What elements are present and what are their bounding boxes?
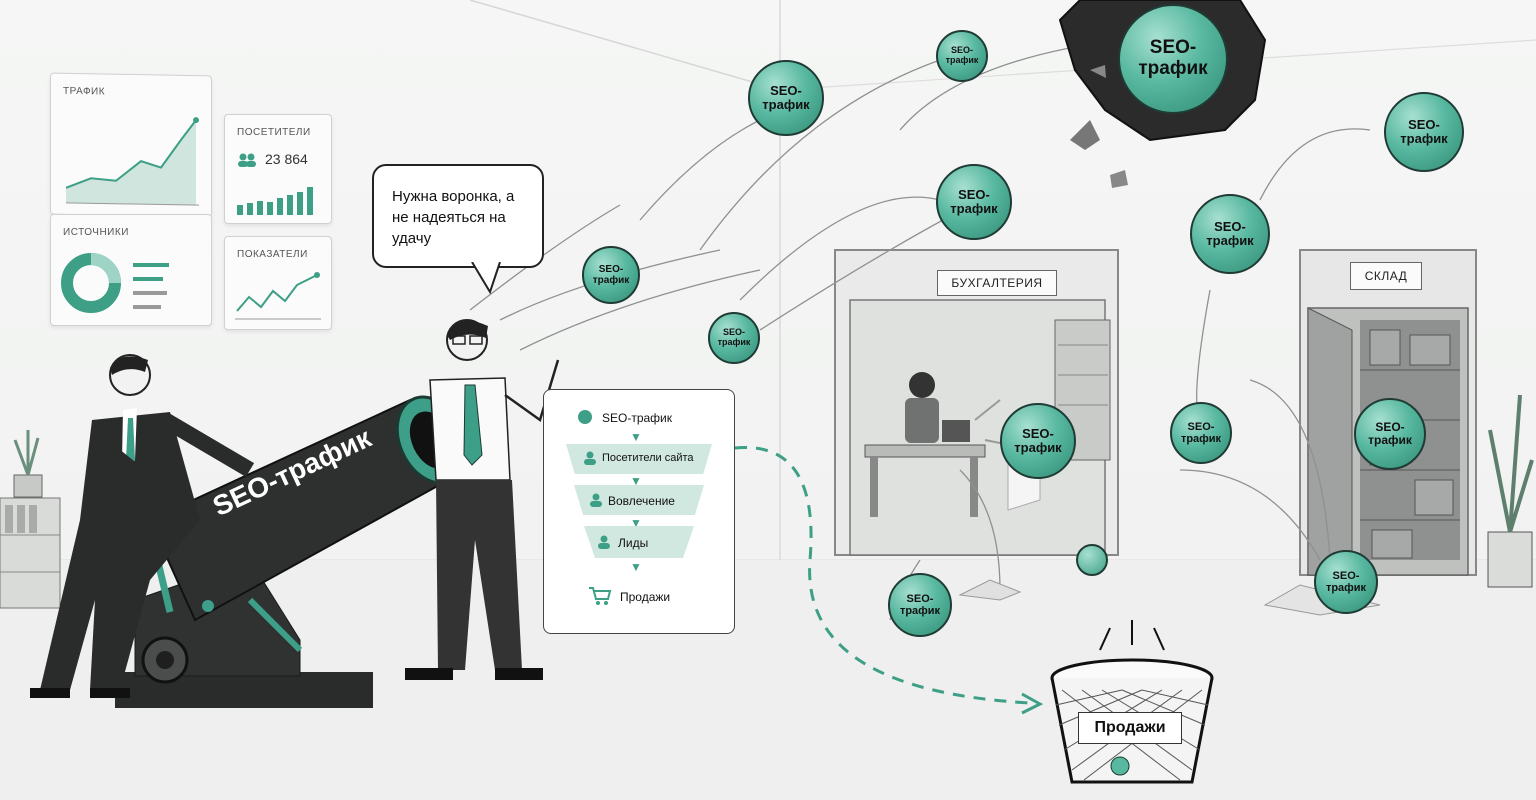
accounting-sign: БУХГАЛТЕРИЯ [937,270,1057,296]
user-icon [598,535,610,549]
seo-ball: SEO-трафик [936,30,988,82]
funnel-step-seo: SEO-трафик [602,411,673,425]
dashed-arrow [734,446,1031,705]
speech-bubble: Нужна воронка, а не надеяться на удачу [372,164,544,268]
seo-ball: SEO-трафик [1384,92,1464,172]
seo-ball: SEO-трафик [1000,403,1076,479]
user-icon [590,493,602,507]
seo-ball: SEO-трафик [1354,398,1426,470]
seo-ball: SEO-трафик [1118,4,1228,114]
metrics-panel: ПОКАЗАТЕЛИ [224,236,332,330]
man-pushing-cannon [30,354,255,698]
seo-ball: SEO-трафик [1170,402,1232,464]
seo-ball: SEO-трафик [1190,194,1270,274]
warehouse-sign: СКЛАД [1350,262,1422,290]
funnel-step-engagement: Вовлечение [608,494,675,508]
right-plant [1487,394,1534,588]
small-ball [1076,544,1108,576]
funnel-step-visitors: Посетители сайта [602,452,694,464]
visitors-count: 23 864 [265,151,308,167]
seo-ball: SEO-трафик [708,312,760,364]
seo-ball: SEO-трафик [888,573,952,637]
sources-panel-title: ИСТОЧНИКИ [63,227,129,238]
sources-panel: ИСТОЧНИКИ [50,214,212,326]
seo-ball: SEO-трафик [1314,550,1378,614]
man-pointing [405,319,560,680]
metrics-line-chart [235,272,321,320]
arrow-down-icon: ▼ [630,430,642,444]
shopping-cart-icon [588,586,612,606]
traffic-panel-title: ТРАФИК [63,85,106,98]
visitors-bar-chart [237,187,313,215]
sources-donut-chart [61,253,169,313]
left-shelf [0,430,61,609]
seo-dot-icon [578,410,592,424]
seo-ball: SEO-трафик [582,246,640,304]
basket-label: Продажи [1078,712,1182,744]
arrow-down-icon: ▼ [630,516,642,530]
user-icon [584,451,596,465]
funnel-step-leads: Лиды [618,536,649,550]
visitors-panel: ПОСЕТИТЕЛИ 23 864 [224,114,332,224]
traffic-panel: ТРАФИК [50,72,212,218]
traffic-line-chart [65,117,199,206]
seo-ball: SEO-трафик [936,164,1012,240]
visitors-panel-title: ПОСЕТИТЕЛИ [237,127,311,138]
seo-ball: SEO-трафик [748,60,824,136]
users-icon [237,153,257,167]
speech-bubble-tail [471,262,501,294]
arrow-head [1021,692,1044,715]
sales-funnel-card: SEO-трафик ▼ Посетители сайта ▼ Вовлечен… [543,389,735,634]
metrics-panel-title: ПОКАЗАТЕЛИ [237,249,308,260]
arrow-down-icon: ▼ [630,560,642,574]
funnel-step-sales: Продажи [620,590,671,604]
speech-bubble-text: Нужна воронка, а не надеяться на удачу [392,188,515,247]
arrow-down-icon: ▼ [630,474,642,488]
